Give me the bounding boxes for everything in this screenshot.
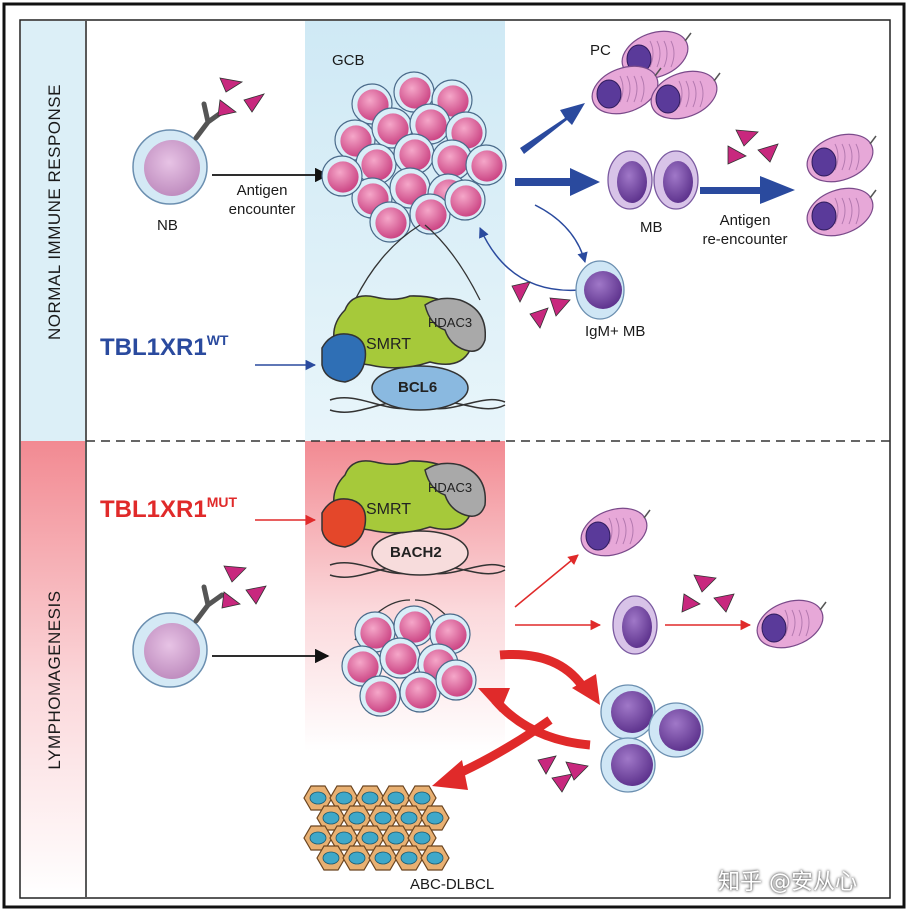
tbl1xr1-mut-sup: MUT [206,494,238,510]
tbl1xr1-mut-label: TBL1XR1MUT [100,494,237,524]
mb-cells-top [607,150,699,210]
smrt-bottom-label: SMRT [366,501,412,518]
antigen-triangles-bottom-right [681,574,735,613]
gcb-cell [409,103,451,145]
gcb-cell [321,155,363,197]
inner-border [19,19,891,899]
mb-cell-bottom [612,595,658,655]
antigen-triangles-bottom-cluster [537,755,589,793]
gcb-cell [354,611,396,653]
igm-mb-cell [575,260,625,320]
abc-dlbcl-cell [368,845,398,871]
repressor-complex-top [321,295,506,413]
plasma-cell [650,70,721,120]
reencounter-label-1: Antigen [719,212,771,229]
thick-red-arrow-to-abc-pool [499,649,589,693]
pc-cell-bottom-2 [756,599,827,649]
abc-dlbcl-cell [420,845,450,871]
gcb-cell [465,144,507,186]
hdac3-top-label: HDAC3 [428,315,473,330]
reencounter-label-2: re-encounter [702,231,788,248]
arrow-igm-to-gcb [479,227,581,292]
gcb-cell [409,193,451,235]
antigen-triangles-top-left [217,77,265,117]
abc-dlbcl-cell [407,785,437,811]
gcb-cluster-top [321,71,507,243]
blue-arrows-top [515,103,795,204]
repressor-complex-bottom [321,460,506,578]
antigen-encounter-label-1: Antigen [236,182,288,199]
nb-label: NB [157,217,178,234]
arrow-gcb-to-igm [534,204,588,264]
pc-label: PC [590,42,611,59]
abc-dlbcl-label: ABC-DLBCL [410,876,495,893]
plasma-cell [591,65,662,115]
gcb-cell [393,605,435,647]
abc-dlbcl-cell [329,825,359,851]
gcb-cell [399,671,441,713]
gcb-cell [393,71,435,113]
bottom-side-bar [21,441,85,897]
antigen-triangles-top-right [727,129,779,165]
tbl1xr1-wt-main: TBL1XR1 [100,334,207,361]
thick-red-arrow-to-dlbcl [453,716,553,780]
antigen-triangles-bottom-left [221,565,267,609]
igm-mb-cluster-bottom [600,684,704,793]
plasma-cell [806,187,877,237]
igm-mb-label: IgM+ MB [585,323,646,340]
pc-cells-top [591,30,721,120]
hdac3-bottom-label: HDAC3 [428,480,473,495]
pc-cells-reencounter [806,133,877,237]
smrt-top-label: SMRT [366,336,412,353]
abc-dlbcl-cell [342,845,372,871]
antigen-triangles-igm [511,281,571,329]
plasma-cell [756,599,827,649]
gcb-cluster-bottom [341,605,477,717]
abc-dlbcl-cluster [303,785,450,871]
gcb-cell [435,659,477,701]
abc-dlbcl-cell [316,845,346,871]
gcb-cell [431,139,473,181]
abc-dlbcl-cell [394,845,424,871]
top-side-bar [21,21,85,441]
gcb-cell [341,645,383,687]
bottom-section-label: LYMPHOMAGENESIS [45,590,64,770]
antigen-encounter-label-2: encounter [228,201,296,218]
gcb-cell [379,637,421,679]
plasma-cell [580,507,651,557]
mb-label: MB [640,219,663,236]
gcb-cell [369,201,411,243]
tbl1xr1-wt-sup: WT [206,332,229,348]
top-section-label: NORMAL IMMUNE RESPONSE [45,84,64,340]
abc-dlbcl-cell [420,805,450,831]
gcb-cell [359,675,401,717]
gcb-cell [355,143,397,185]
tbl1xr1-wt-label: TBL1XR1WT [100,332,228,362]
pc-cell-bottom-1 [580,507,651,557]
watermark: 知乎 @安从心 [718,870,857,895]
nb-cell-bottom [132,584,225,688]
plasma-cell [806,133,877,183]
gcb-label: GCB [332,52,365,69]
bcl6-label: BCL6 [398,379,438,396]
tbl1xr1-mut-main: TBL1XR1 [100,496,207,523]
abc-dlbcl-cell [355,825,385,851]
gcb-cell [444,179,486,221]
bach2-label: BACH2 [390,544,442,561]
